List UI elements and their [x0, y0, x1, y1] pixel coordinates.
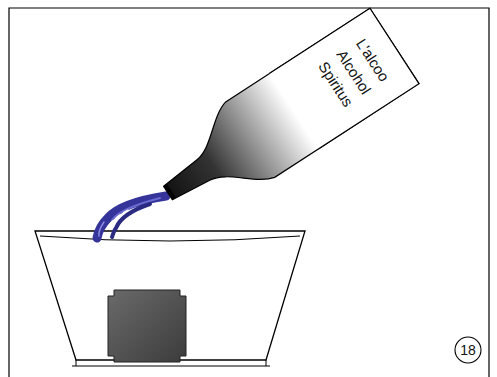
bowl — [35, 231, 305, 366]
solid-block — [108, 290, 186, 362]
callout-circle — [455, 337, 481, 363]
callout-number: 18 — [460, 343, 476, 357]
bottle — [143, 8, 418, 231]
frame — [9, 8, 489, 377]
liquid-stream — [97, 196, 166, 238]
